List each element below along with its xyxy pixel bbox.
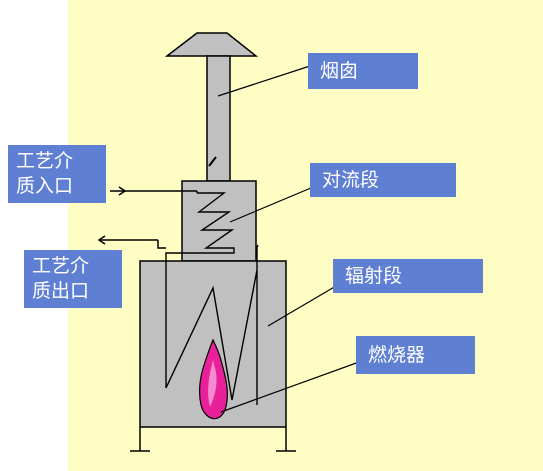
- label-radiant-text: 辐射段: [345, 264, 403, 287]
- label-convection-text: 对流段: [322, 168, 380, 191]
- label-inlet-line2: 质入口: [16, 175, 74, 197]
- label-radiant-section: 辐射段: [333, 259, 483, 293]
- leader-radiant: [267, 285, 337, 327]
- chimney-pipe: [206, 55, 231, 182]
- convection-coil: [165, 192, 235, 375]
- label-convection-section: 对流段: [310, 163, 456, 197]
- label-process-outlet: 工艺介 质出口: [24, 250, 122, 308]
- chimney-damper: [208, 156, 217, 167]
- label-burner-text: 燃烧器: [368, 343, 426, 366]
- label-chimney: 烟囱: [308, 53, 418, 89]
- radiant-return-line: [256, 244, 259, 270]
- flame-inner: [208, 360, 217, 407]
- inlet-arrow-icon: [118, 186, 127, 196]
- label-inlet-line1: 工艺介: [16, 150, 74, 172]
- outlet-arrow-icon: [97, 235, 106, 245]
- radiant-coil: [165, 269, 258, 405]
- leader-burner: [220, 361, 360, 413]
- label-burner: 燃烧器: [356, 336, 475, 374]
- label-chimney-text: 烟囱: [320, 59, 359, 82]
- label-process-inlet: 工艺介 质入口: [8, 145, 106, 203]
- label-outlet-line1: 工艺介: [32, 255, 90, 277]
- leader-chimney: [217, 65, 311, 97]
- leader-convection: [229, 184, 319, 223]
- outlet-pipe-line: [157, 240, 166, 249]
- label-outlet-line2: 质出口: [32, 280, 90, 302]
